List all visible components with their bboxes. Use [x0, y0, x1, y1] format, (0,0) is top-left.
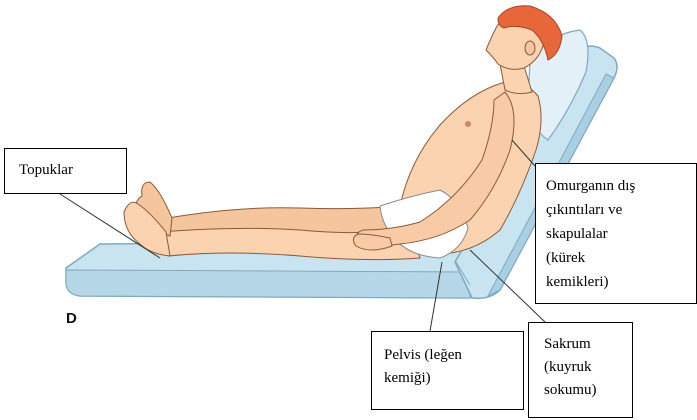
label-sakrum: Sakrum (kuyruk sokumu)	[528, 322, 633, 418]
nipple	[465, 121, 471, 127]
ear	[525, 41, 535, 55]
label-topuklar: Topuklar	[4, 148, 127, 194]
label-pelvis: Pelvis (leğen kemiği)	[371, 331, 524, 410]
panel-letter: D	[66, 310, 77, 327]
mattress-flat-side	[66, 270, 470, 298]
label-omurga: Omurganın dış çıkıntıları ve skapulalar …	[535, 163, 697, 304]
